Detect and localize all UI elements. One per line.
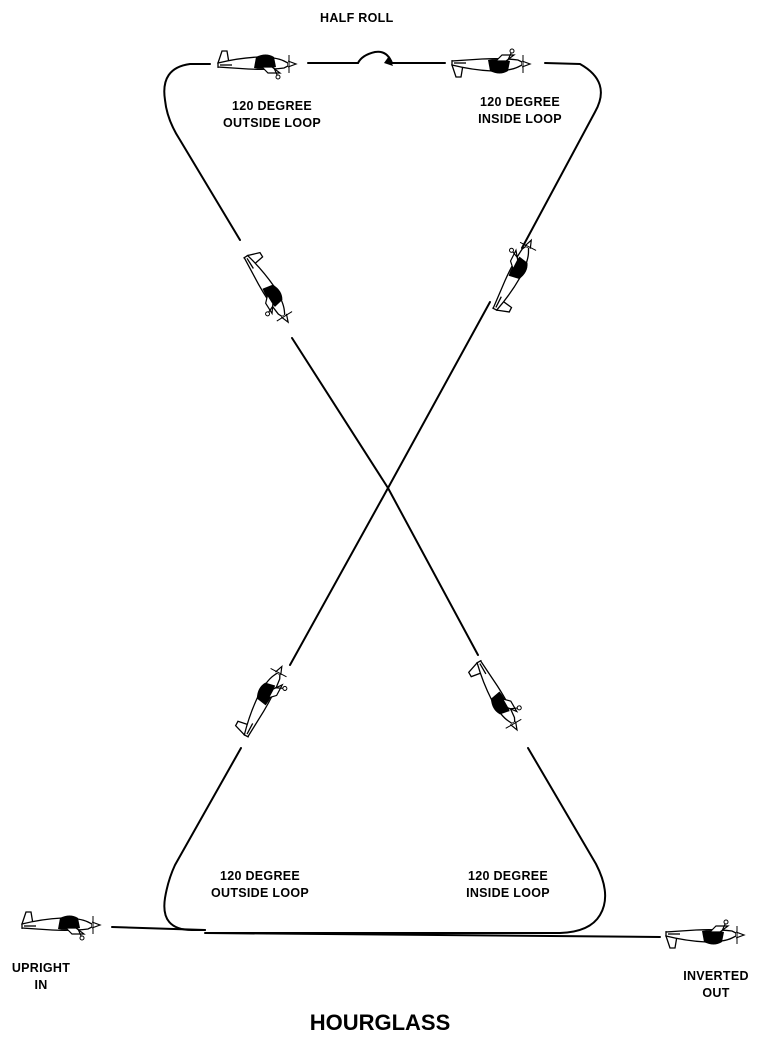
- flight-path: [112, 52, 660, 937]
- airplane-icon: [452, 49, 530, 77]
- top-right-loop: [522, 63, 601, 248]
- top-left-loop: [164, 64, 240, 240]
- left-rising-leg: [290, 302, 490, 665]
- top-right-loop-label: 120 DEGREE INSIDE LOOP: [460, 94, 580, 128]
- exit-label: INVERTED OUT: [676, 968, 756, 1002]
- bottom-left-loop: [164, 748, 241, 930]
- right-descending-leg: [292, 338, 478, 655]
- half-roll-label: HALF ROLL: [320, 10, 394, 27]
- diagram-title: HOURGLASS: [230, 1010, 530, 1036]
- airplane-icon: [234, 249, 299, 330]
- airplane-icon: [22, 912, 100, 940]
- airplane-icon: [666, 920, 744, 948]
- airplane-icon: [482, 233, 542, 315]
- airplane-icon: [234, 660, 295, 742]
- bottom-right-loop: [205, 748, 660, 937]
- airplane-icon: [218, 51, 296, 79]
- bottom-left-loop-label: 120 DEGREE OUTSIDE LOOP: [200, 868, 320, 902]
- top-left-loop-label: 120 DEGREE OUTSIDE LOOP: [212, 98, 332, 132]
- airplane-icon: [467, 655, 530, 737]
- entry-label: UPRIGHT IN: [6, 960, 76, 994]
- bottom-right-loop-label: 120 DEGREE INSIDE LOOP: [448, 868, 568, 902]
